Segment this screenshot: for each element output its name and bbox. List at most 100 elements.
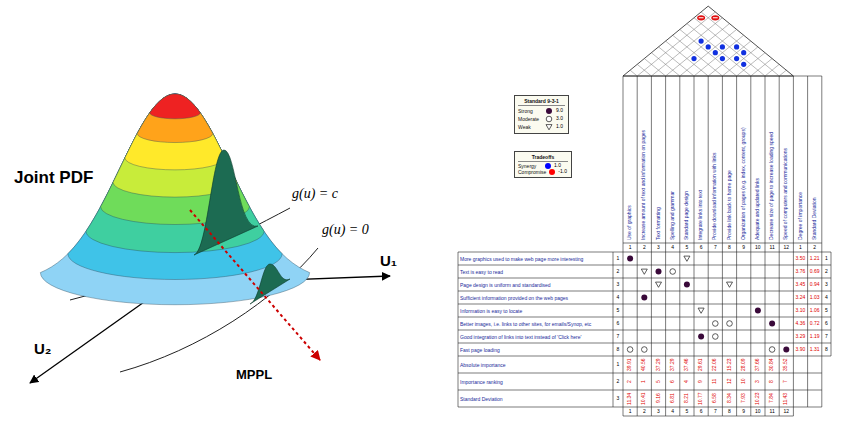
roof-lattice xyxy=(659,47,695,76)
matrix-grid xyxy=(458,330,831,331)
roof-lattice xyxy=(637,12,715,76)
legend-row: Synergy 1.0 xyxy=(518,163,568,169)
column-header: Speed of computers and communications xyxy=(783,148,789,240)
row-label: Sufficient information provided on the w… xyxy=(460,295,611,301)
legend-row: Moderate3.0 xyxy=(518,115,565,123)
importance-value: 3.90 xyxy=(796,347,806,353)
summary-value: 10.41 xyxy=(641,392,647,405)
column-number: 8 xyxy=(728,245,731,251)
row-number: 1 xyxy=(617,362,620,368)
column-header: Text formatting xyxy=(656,207,662,240)
importance-value: 3.10 xyxy=(796,308,806,314)
legend-value-slot: -1.0 xyxy=(558,169,567,175)
summary-value: 22.06 xyxy=(712,358,718,371)
row-number: 2 xyxy=(617,379,620,385)
matrix-grid xyxy=(736,76,737,416)
legend-row: Strong9.0 xyxy=(518,107,565,115)
roof-lattice xyxy=(687,24,751,76)
pdf-band xyxy=(137,94,213,143)
compromise-mark xyxy=(713,17,718,18)
relationship-symbol xyxy=(698,334,704,340)
column-number: 10 xyxy=(755,409,761,415)
roof-lattice xyxy=(666,41,709,76)
synergy-mark xyxy=(720,44,725,49)
row-number: 4 xyxy=(825,295,828,301)
synergy-mark xyxy=(699,38,704,43)
summary-value: 10.77 xyxy=(698,392,704,405)
column-number: 12 xyxy=(784,409,790,415)
relationship-symbol xyxy=(713,334,719,340)
legend-text: Synergy xyxy=(518,163,542,169)
summary-value: 12 xyxy=(727,379,733,385)
column-number: 9 xyxy=(742,409,745,415)
column-number: 6 xyxy=(700,409,703,415)
relationship-symbol xyxy=(670,269,676,275)
importance-value: 1.21 xyxy=(810,256,820,262)
roof-lattice xyxy=(694,35,744,76)
matrix-grid xyxy=(722,76,723,416)
importance-value: 3.76 xyxy=(796,269,806,275)
column-header: Provide download information with links xyxy=(712,152,718,240)
matrix-grid xyxy=(613,252,614,407)
column-header: Adequate and updated links xyxy=(755,178,761,240)
summary-value: 10 xyxy=(741,379,747,385)
row-label: Page design is uniform and standardised xyxy=(460,282,611,288)
summary-value: 7 xyxy=(783,380,789,383)
matrix-grid xyxy=(458,252,459,407)
legend-swatch xyxy=(549,169,555,175)
summary-value: 7.93 xyxy=(741,394,747,404)
relationship-symbol xyxy=(713,321,719,327)
matrix-grid xyxy=(458,304,831,305)
roof-lattice xyxy=(651,18,722,76)
matrix-grid xyxy=(750,76,751,416)
matrix-grid xyxy=(458,407,822,408)
legend-box: Standard 9-3-1Strong9.0Moderate3.0Weak1.… xyxy=(514,95,569,134)
relationship-symbol xyxy=(769,347,775,353)
column-number: 11 xyxy=(770,245,775,251)
roof-lattice xyxy=(673,35,723,76)
matrix-grid xyxy=(779,76,780,416)
point-label: MPPL xyxy=(236,368,272,383)
row-label: Good integration of links into text inst… xyxy=(460,334,611,340)
compromise-mark xyxy=(711,15,719,20)
relationship-symbol xyxy=(783,347,789,353)
relationship-symbol xyxy=(698,308,704,313)
legend-box: TradeoffsSynergy1.0Compromise-1.0 xyxy=(514,151,572,178)
legend-heading: Tradeoffs xyxy=(518,154,568,162)
column-header: Standard page design xyxy=(684,191,690,240)
constraint-label: g(u) = 0 xyxy=(322,222,369,238)
relationship-symbol xyxy=(656,282,662,287)
pdf-band xyxy=(125,94,225,170)
roof-outline xyxy=(623,6,793,76)
summary-value: 37.46 xyxy=(684,358,690,371)
legend-heading: Standard 9-3-1 xyxy=(518,98,565,106)
column-number: 6 xyxy=(700,245,703,251)
pdf-band xyxy=(150,94,200,119)
row-number: 2 xyxy=(825,269,828,275)
matrix-grid xyxy=(821,76,822,407)
relationship-symbol xyxy=(684,282,690,288)
summary-value: 29.61 xyxy=(698,358,704,371)
legend-value: 1.0 xyxy=(554,163,562,169)
conditional-pdf xyxy=(194,150,258,255)
synergy-mark xyxy=(691,56,696,61)
column-number: 5 xyxy=(686,409,689,415)
row-number: 6 xyxy=(825,321,828,327)
legend-value-slot: 1.0 xyxy=(556,124,564,130)
matrix-grid xyxy=(694,76,695,416)
relationship-symbol xyxy=(727,321,733,327)
importance-value: 4.36 xyxy=(796,321,806,327)
summary-value: 2 xyxy=(627,380,633,383)
row-number: 3 xyxy=(617,282,620,288)
summary-value: 8 xyxy=(769,380,775,383)
column-number: 4 xyxy=(671,409,674,415)
column-number: 2 xyxy=(643,245,646,251)
row-number: 1 xyxy=(617,256,620,262)
row-number: 3 xyxy=(825,282,828,288)
row-number: 8 xyxy=(825,347,828,353)
summary-value: 8.21 xyxy=(684,394,690,404)
axis-label: U₁ xyxy=(380,252,397,269)
column-header: Provide link back to home page xyxy=(727,170,733,240)
row-number: 4 xyxy=(617,295,620,301)
relationship-symbol xyxy=(627,256,633,262)
